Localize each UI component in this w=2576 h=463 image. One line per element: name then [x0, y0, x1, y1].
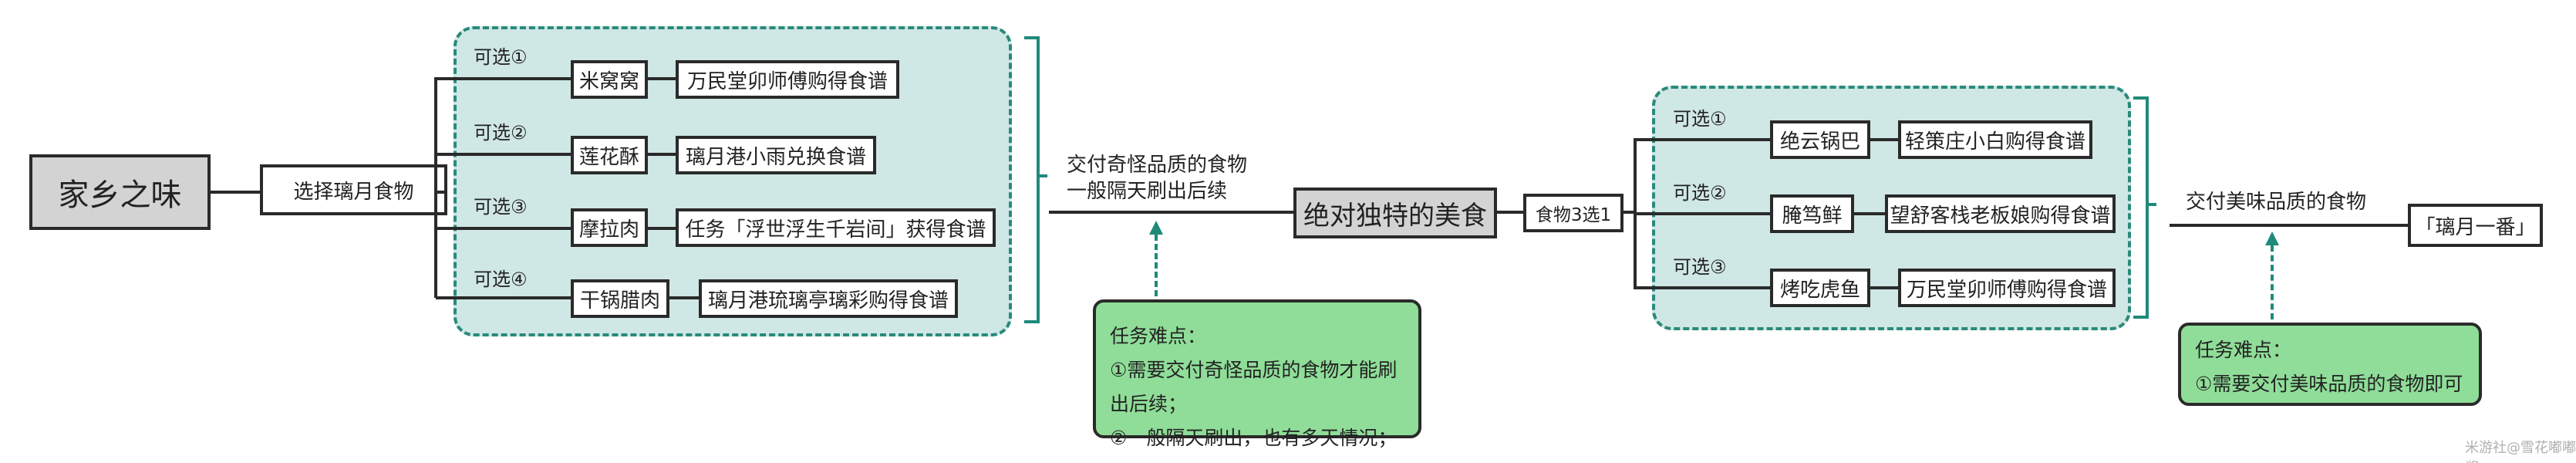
option-tag: 可选③	[1673, 256, 1727, 278]
bracket	[1024, 36, 1040, 323]
recipe-source: 万民堂卯师傅购得食谱	[1898, 269, 2116, 307]
recipe-source: 任务「浮世浮生千岩间」获得食谱	[676, 208, 996, 247]
option-tag: 可选①	[474, 46, 528, 68]
edge-label: 一般隔天刷出后续	[1067, 180, 1228, 203]
edge-label: 交付奇怪品质的食物	[1067, 154, 1248, 177]
arrow-up-icon	[2265, 231, 2279, 245]
node-hometown-taste: 家乡之味	[29, 154, 211, 230]
bracket	[2133, 96, 2149, 319]
option-tag: 可选③	[474, 196, 528, 218]
food-node: 干锅腊肉	[571, 279, 669, 318]
edge-label: 交付美味品质的食物	[2186, 191, 2367, 214]
watermark: 米游社@雪花嘟嘟酱	[2465, 440, 2576, 463]
node-choose-liyue-food: 选择璃月食物	[260, 164, 447, 215]
recipe-source: 望舒客栈老板娘购得食谱	[1885, 194, 2116, 233]
difficulty-note-2: 任务难点： ①需要交付美味品质的食物即可	[2178, 323, 2482, 406]
note-title: 任务难点：	[1110, 325, 1207, 347]
food-node: 腌笃鲜	[1770, 194, 1854, 233]
node-choose-one-of-three: 食物3选1	[1523, 194, 1623, 232]
note-title: 任务难点：	[2195, 339, 2292, 361]
node-liyue-first: 「璃月一番」	[2408, 204, 2543, 247]
food-node: 摩拉肉	[571, 208, 648, 247]
recipe-source: 轻策庄小白购得食谱	[1898, 120, 2092, 159]
food-node: 烤吃虎鱼	[1770, 269, 1870, 307]
option-tag: 可选②	[1673, 182, 1727, 204]
recipe-source: 璃月港琉璃亭璃彩购得食谱	[699, 279, 958, 318]
recipe-source: 璃月港小雨兑换食谱	[676, 136, 876, 174]
difficulty-note-1: 任务难点： ①需要交付奇怪品质的食物才能刷出后续； ②一般隔天刷出，也有多天情况…	[1093, 299, 1421, 449]
food-node: 莲花酥	[571, 136, 648, 174]
node-unique-delicacy: 绝对独特的美食	[1293, 188, 1497, 238]
food-node: 米窝窝	[571, 60, 648, 99]
recipe-source: 万民堂卯师傅购得食谱	[676, 60, 899, 99]
note-line: ①需要交付美味品质的食物即可	[2195, 373, 2463, 395]
note-line: ①需要交付奇怪品质的食物才能刷出后续；	[1110, 359, 1398, 415]
option-tag: 可选②	[474, 122, 528, 144]
option-tag: 可选①	[1673, 108, 1727, 130]
food-node: 绝云锅巴	[1770, 120, 1870, 159]
note-line: ②一般隔天刷出，也有多天情况；	[1110, 427, 1398, 449]
option-tag: 可选④	[474, 269, 528, 290]
arrow-up-icon	[1149, 221, 1163, 235]
